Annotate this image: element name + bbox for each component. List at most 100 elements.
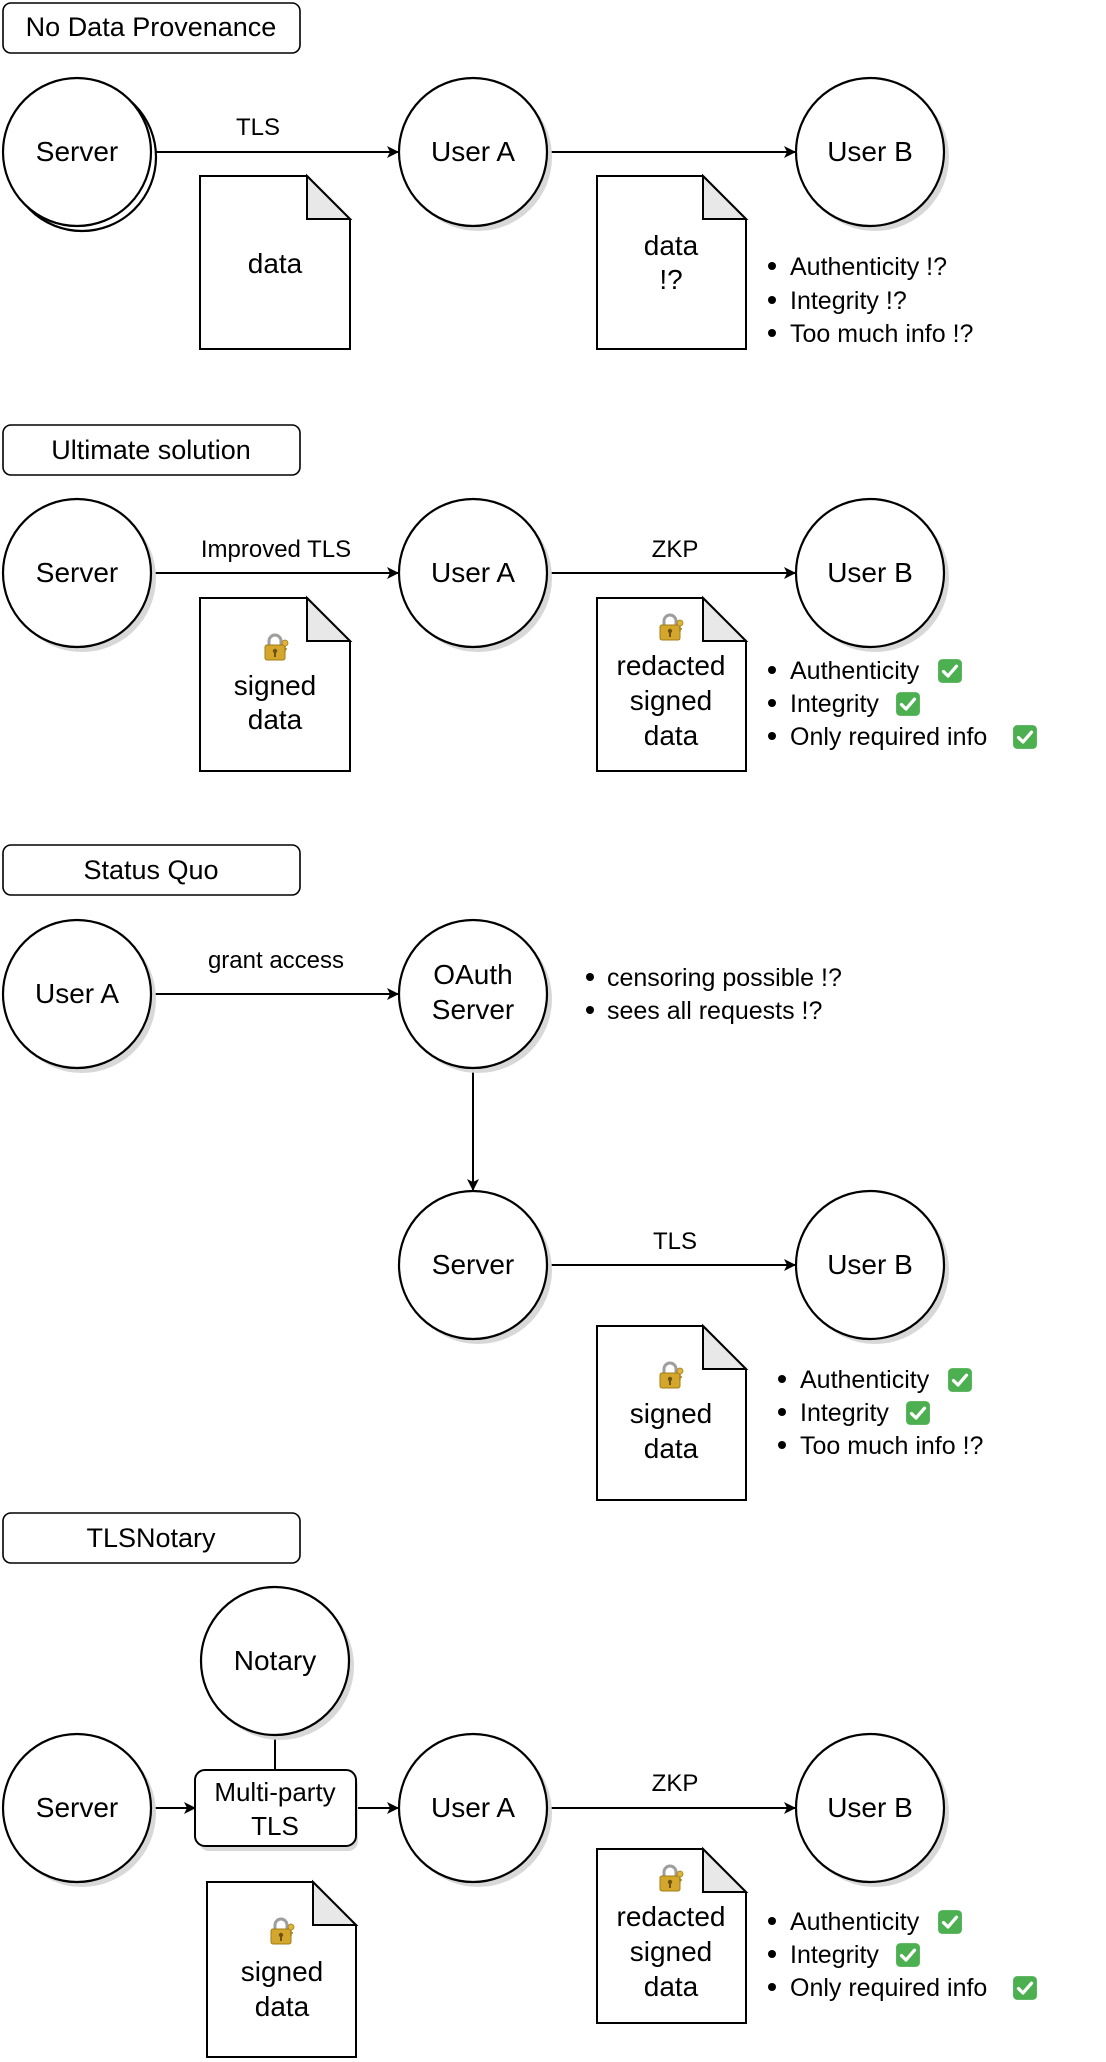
node-server: Server: [397, 1189, 552, 1344]
property-item: Only required info: [790, 1974, 987, 2002]
svg-text:!?: !?: [659, 264, 682, 295]
svg-text:Server: Server: [36, 1792, 118, 1823]
svg-text:User A: User A: [431, 557, 515, 588]
property-item: Integrity: [790, 1941, 879, 1969]
svg-text:signed: signed: [234, 670, 317, 701]
properties-list: Authenticity Integrity Only required inf…: [768, 657, 1038, 751]
property-item: Integrity: [800, 1399, 889, 1427]
bullet-dot: [768, 1917, 776, 1925]
bullet-dot: [768, 296, 776, 304]
property-item: Authenticity: [790, 657, 920, 685]
property-item: Integrity: [790, 690, 879, 718]
section-tlsnotary: TLSNotary ZKP Notary Server Multi-party …: [1, 1512, 1038, 2058]
node-server: Server: [1, 1732, 156, 1887]
properties-list: Authenticity Integrity Only required inf…: [768, 1908, 1038, 2002]
property-item: Too much info !?: [800, 1432, 983, 1460]
bullet-dot: [778, 1375, 786, 1383]
svg-text:redacted: redacted: [617, 1901, 726, 1932]
check-mark-icon: [1012, 724, 1038, 750]
svg-text:OAuth: OAuth: [433, 959, 512, 990]
svg-text:TLS: TLS: [251, 1811, 299, 1841]
bullet-dot: [768, 329, 776, 337]
svg-text:redacted: redacted: [617, 650, 726, 681]
bullet-dot: [768, 262, 776, 270]
svg-text:signed: signed: [630, 685, 713, 716]
node-server: Server: [1, 76, 158, 233]
edge-label-tls: TLS: [236, 114, 280, 141]
section-title-box: [2, 2, 301, 54]
node-user-a: User A: [397, 1732, 552, 1887]
check-mark-icon: [947, 1367, 973, 1393]
svg-text:data: data: [255, 1991, 310, 2022]
node-notary: Notary: [199, 1585, 354, 1740]
check-mark-icon: [1012, 1975, 1038, 2001]
node-user-b: User B: [794, 76, 949, 231]
bullet-dot: [778, 1441, 786, 1449]
bullet-dot: [586, 973, 594, 981]
svg-text:data: data: [644, 1433, 699, 1464]
section-title: No Data Provenance: [26, 12, 277, 42]
issue-item: sees all requests !?: [607, 997, 822, 1025]
check-mark-icon: [895, 691, 921, 717]
svg-text:Server: Server: [432, 994, 514, 1025]
svg-text:data: data: [644, 720, 699, 751]
bullet-dot: [768, 666, 776, 674]
properties-list: Authenticity Integrity Too much info !?: [778, 1366, 983, 1460]
node-user-b: User B: [794, 1189, 949, 1344]
document-data: data: [199, 173, 353, 350]
check-mark-icon: [937, 658, 963, 684]
properties-list: Authenticity !? Integrity !? Too much in…: [768, 253, 973, 348]
svg-text:signed: signed: [241, 1956, 324, 1987]
svg-text:data: data: [248, 248, 303, 279]
node-multi-party-tls: Multi-party TLS: [194, 1769, 358, 1851]
node-oauth-server: OAuth Server: [397, 918, 552, 1073]
svg-text:signed: signed: [630, 1936, 713, 1967]
svg-text:User B: User B: [827, 136, 913, 167]
document-data-questionable: data !?: [596, 173, 749, 350]
edge-label-improved-tls: Improved TLS: [201, 536, 351, 563]
bullet-dot: [768, 1950, 776, 1958]
edge-label-grant-access: grant access: [208, 947, 344, 974]
svg-text:User B: User B: [827, 1249, 913, 1280]
edge-label-tls: TLS: [653, 1228, 697, 1255]
property-item: Only required info: [790, 723, 987, 751]
check-mark-icon: [937, 1909, 963, 1935]
node-user-b: User B: [794, 497, 949, 652]
svg-text:Multi-party: Multi-party: [214, 1777, 335, 1807]
section-title-box: [2, 844, 301, 896]
property-item: Too much info !?: [790, 320, 973, 348]
document-signed-data: signed data: [199, 595, 353, 772]
property-item: Integrity !?: [790, 287, 907, 315]
edge-label-zkp: ZKP: [652, 536, 699, 563]
svg-text:Server: Server: [432, 1249, 514, 1280]
node-user-a: User A: [1, 918, 156, 1073]
section-title-box: [2, 424, 301, 476]
section-status-quo: Status Quo grant access TLS User A OAuth…: [1, 844, 983, 1501]
bullet-dot: [586, 1006, 594, 1014]
section-no-data-provenance: No Data Provenance TLS Server User A Use…: [1, 2, 973, 350]
bullet-dot: [768, 732, 776, 740]
check-mark-icon: [905, 1400, 931, 1426]
section-title: TLSNotary: [86, 1523, 216, 1553]
node-user-a: User A: [397, 497, 552, 652]
bullet-dot: [768, 699, 776, 707]
svg-text:Server: Server: [36, 136, 118, 167]
document-redacted-signed-data: redacted signed data: [596, 1846, 749, 2024]
svg-text:Server: Server: [36, 557, 118, 588]
svg-text:Notary: Notary: [234, 1645, 316, 1676]
property-item: Authenticity !?: [790, 253, 947, 281]
document-redacted-signed-data: redacted signed data: [596, 595, 749, 772]
property-item: Authenticity: [790, 1908, 920, 1936]
bullet-dot: [778, 1408, 786, 1416]
node-user-b: User B: [794, 1732, 949, 1887]
svg-text:User A: User A: [35, 978, 119, 1009]
svg-text:signed: signed: [630, 1398, 713, 1429]
svg-text:User B: User B: [827, 1792, 913, 1823]
document-signed-data: signed data: [596, 1323, 749, 1501]
issue-item: censoring possible !?: [607, 964, 842, 992]
bullet-dot: [768, 1983, 776, 1991]
section-title: Ultimate solution: [51, 435, 251, 465]
node-user-a: User A: [397, 76, 552, 231]
